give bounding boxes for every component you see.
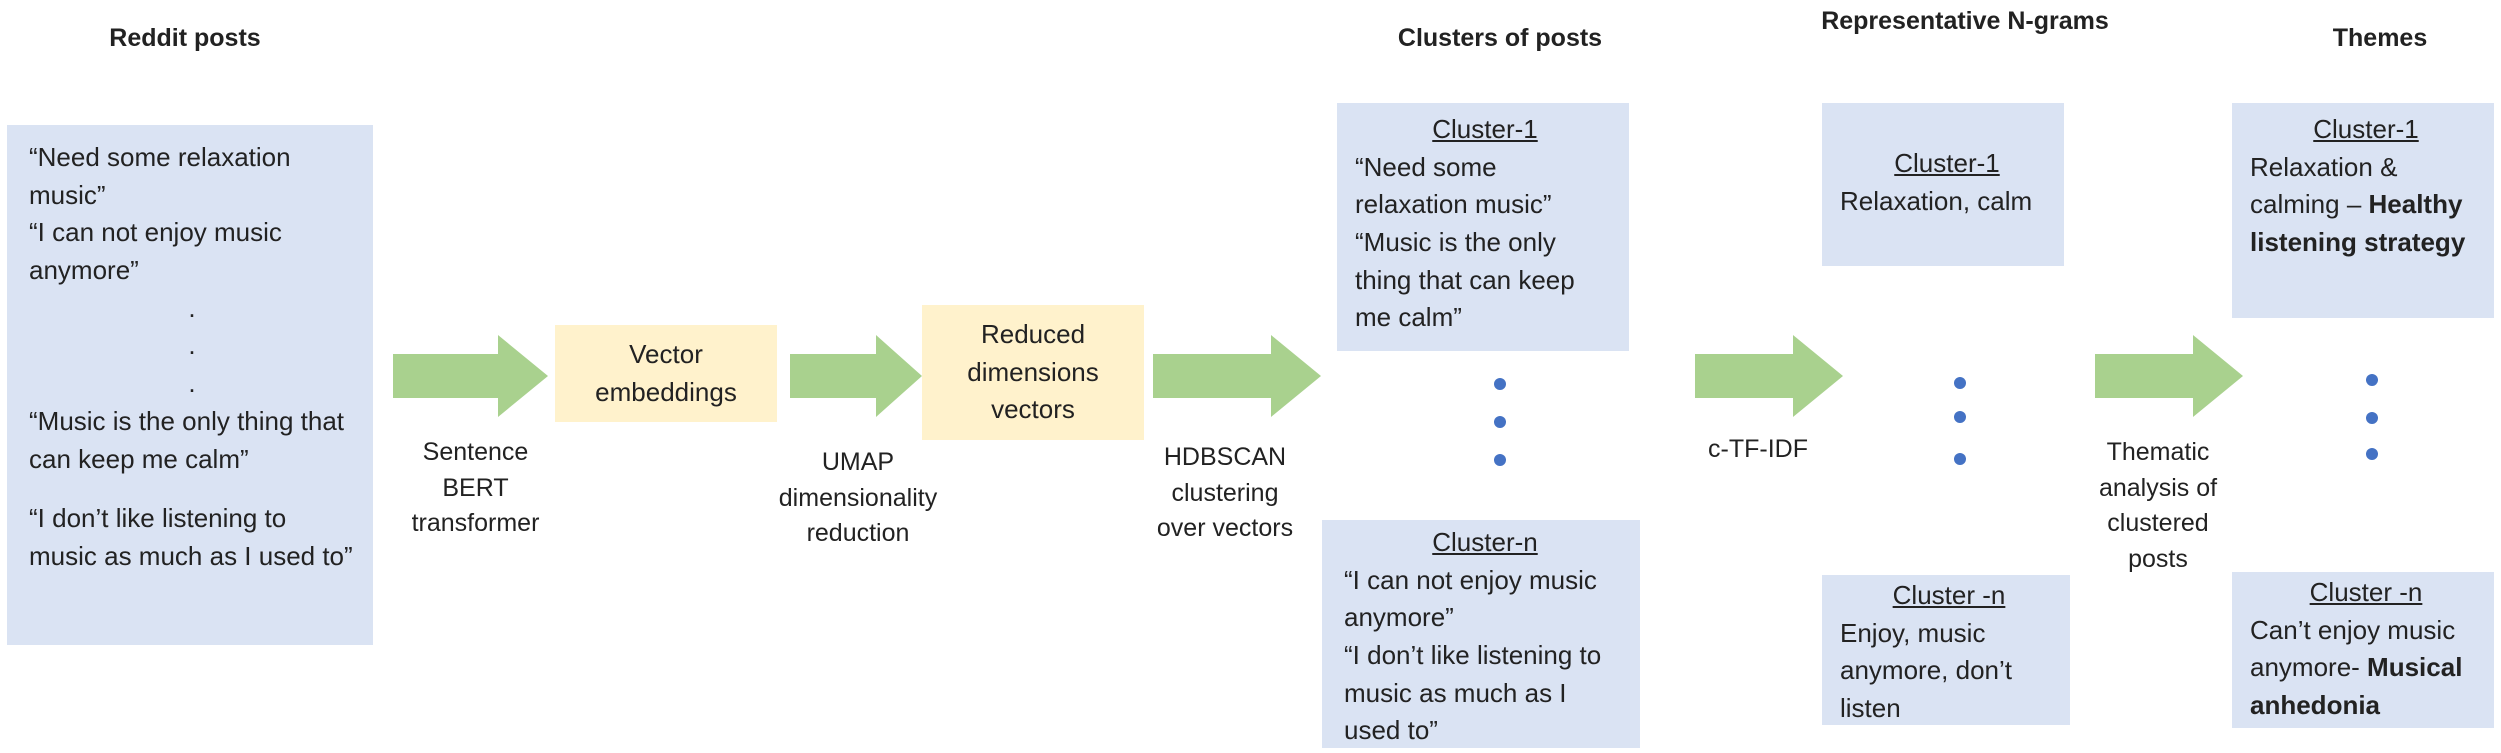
ellipsis-dot: . [188,292,196,323]
cluster-n-posts-box: Cluster-n “I can not enjoy music anymore… [1322,520,1640,748]
header-reddit-posts: Reddit posts [109,24,261,52]
reddit-post: “Need some relaxation music” [29,142,291,210]
ellipsis-dots-icon [1494,378,1506,466]
cluster-post: “I don’t like listening to music as much… [1344,640,1602,746]
cluster-post: “Music is the only thing that can keep m… [1355,227,1575,333]
reddit-post: “I don’t like listening to music as much… [29,503,353,571]
cluster-title: Cluster-n [1432,527,1538,557]
cluster-title: Cluster-1 [1432,114,1538,144]
ellipsis-dot: . [188,330,196,361]
theme-name: Healthy listening strategy [2250,189,2466,258]
ngram-terms: Enjoy, music anymore, don’t listen [1840,617,2012,724]
reddit-posts-box: “Need some relaxation music” “I can not … [7,125,373,645]
arrow-right-icon [790,335,922,417]
ngram-cluster-1-box: Cluster-1 Relaxation, calm [1822,103,2064,266]
theme-cluster-1-box: Cluster-1 Relaxation & calming – Healthy… [2232,103,2494,318]
cluster-1-posts-box: Cluster-1 “Need some relaxation music” “… [1337,103,1629,351]
reduced-vectors-box: Reduced dimensions vectors [922,305,1144,440]
cluster-title: Cluster -n [2309,577,2423,607]
theme-description: Can’t enjoy music anymore- Musical anhed… [2250,612,2482,725]
ellipsis-dot: . [188,368,196,399]
cluster-post: “I can not enjoy music anymore” [1344,564,1597,633]
arrow-right-icon [1153,335,1321,417]
ellipsis-dots-icon [2366,374,2378,460]
label-umap: UMAP dimensionality reduction [778,448,938,547]
reddit-post: “Music is the only thing that can keep m… [29,405,345,474]
arrow-right-icon [2095,335,2243,417]
theme-text: Relaxation & calming – [2250,151,2398,220]
theme-name: Musical anhedonia [2250,652,2463,721]
arrow-right-icon [393,335,548,417]
label-ctfidf: c-TF-IDF [1708,435,1808,463]
label-hdbscan: HDBSCAN clustering over vectors [1156,443,1294,542]
reduced-vectors-label: Reduced dimensions vectors [967,318,1099,425]
cluster-title: Cluster-1 [1894,148,2000,178]
vector-embeddings-label: Vector embeddings [595,338,737,407]
label-sentence-bert: Sentence BERT transformer [411,438,540,537]
theme-cluster-n-box: Cluster -n Can’t enjoy music anymore- Mu… [2232,572,2494,728]
ellipsis-dots-icon [1954,377,1966,465]
theme-text: Can’t enjoy music anymore- [2250,614,2456,683]
arrow-right-icon [1695,335,1843,417]
cluster-post: “Need some relaxation music” [1355,151,1552,220]
cluster-title: Cluster-1 [2313,114,2419,144]
ngram-terms: Relaxation, calm [1840,185,2033,216]
header-representative-ngrams: Representative N-grams [1821,7,2109,35]
label-thematic-analysis: Thematic analysis of clustered posts [2098,438,2218,573]
vector-embeddings-box: Vector embeddings [555,325,777,422]
header-themes: Themes [2332,24,2428,52]
cluster-title: Cluster -n [1892,580,2006,610]
reddit-post: “I can not enjoy music anymore” [29,217,282,286]
header-clusters-of-posts: Clusters of posts [1397,24,1603,52]
theme-description: Relaxation & calming – Healthy listening… [2250,149,2482,262]
ngram-cluster-n-box: Cluster -n Enjoy, music anymore, don’t l… [1822,575,2070,725]
